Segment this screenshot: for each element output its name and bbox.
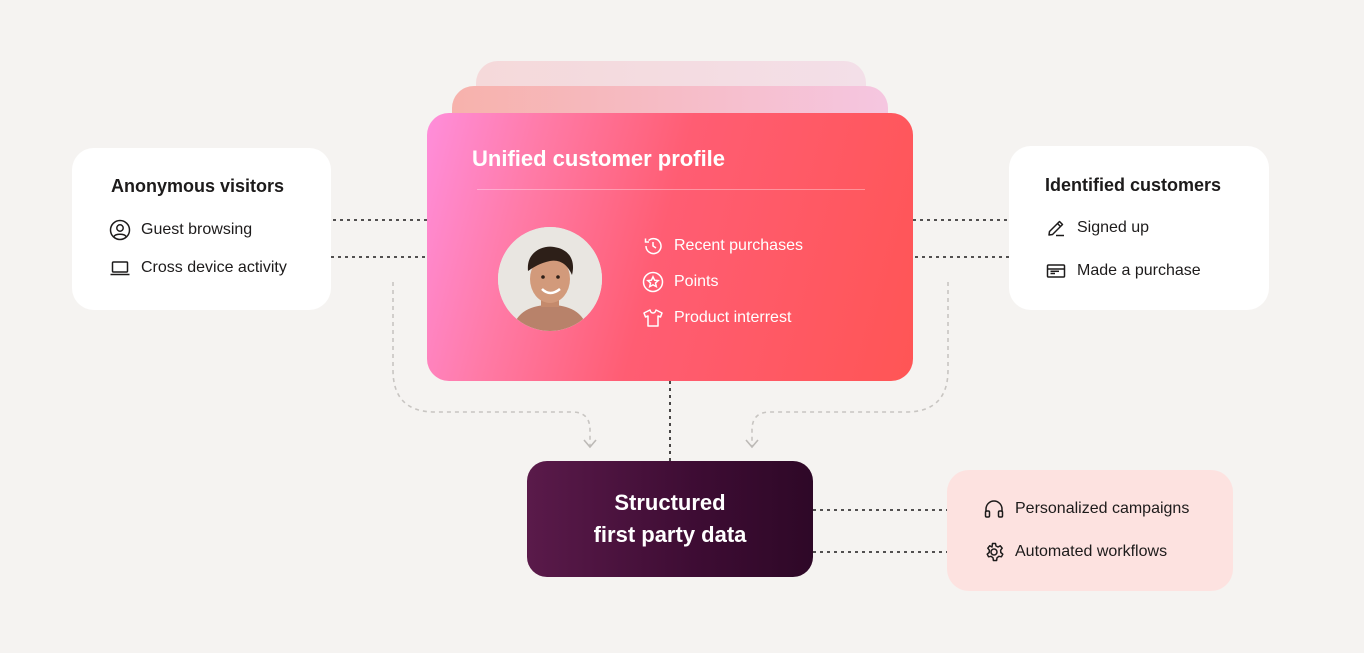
output-item-campaigns: Personalized campaigns: [983, 498, 1189, 520]
output-item-workflows: Automated workflows: [983, 541, 1167, 563]
unified-profile-title: Unified customer profile: [472, 146, 726, 171]
pencil-icon: [1045, 217, 1067, 239]
profile-item-label: Points: [674, 273, 719, 290]
laptop-icon: [109, 257, 131, 279]
identified-item-signed-up: Signed up: [1045, 217, 1149, 239]
unified-profile-card: Unified customer profile Recent purchase…: [427, 113, 913, 381]
profile-item-product-interest: Product interrest: [642, 307, 791, 329]
anonymous-item-label: Cross device activity: [141, 259, 287, 276]
credit-card-icon: [1045, 260, 1067, 282]
profile-item-label: Product interrest: [674, 309, 792, 326]
anonymous-item-label: Guest browsing: [141, 221, 253, 238]
identified-item-purchase: Made a purchase: [1045, 260, 1201, 282]
star-badge-icon: [642, 271, 664, 293]
tshirt-icon: [642, 307, 664, 329]
history-icon: [642, 235, 664, 257]
anonymous-item-cross-device: Cross device activity: [109, 257, 287, 279]
output-item-label: Personalized campaigns: [1015, 500, 1190, 517]
structured-data-box: Structured first party data: [527, 461, 813, 577]
identified-customers-title: Identified customers: [1045, 175, 1222, 195]
anonymous-visitors-title: Anonymous visitors: [111, 176, 285, 196]
outputs-card: Personalized campaigns Automated workflo…: [947, 470, 1233, 591]
output-item-label: Automated workflows: [1015, 543, 1168, 560]
user-circle-icon: [109, 219, 131, 241]
profile-item-points: Points: [642, 271, 718, 293]
structured-line-2: first party data: [593, 522, 747, 547]
avatar: [498, 227, 602, 331]
headphones-icon: [983, 498, 1005, 520]
identified-item-label: Made a purchase: [1077, 262, 1201, 279]
identified-item-label: Signed up: [1077, 219, 1150, 236]
profile-item-recent-purchases: Recent purchases: [642, 235, 803, 257]
connector-identified-to-structured: [751, 282, 949, 446]
anonymous-item-guest-browsing: Guest browsing: [109, 219, 252, 241]
anonymous-visitors-card: Anonymous visitors Guest browsing Cross …: [72, 148, 331, 310]
connector-anon-to-structured: [392, 282, 591, 446]
profile-item-label: Recent purchases: [674, 237, 803, 254]
identified-customers-card: Identified customers Signed up Made a pu…: [1009, 146, 1269, 310]
structured-line-1: Structured: [614, 490, 726, 515]
gear-icon: [983, 541, 1005, 563]
profile-divider: [477, 189, 865, 190]
